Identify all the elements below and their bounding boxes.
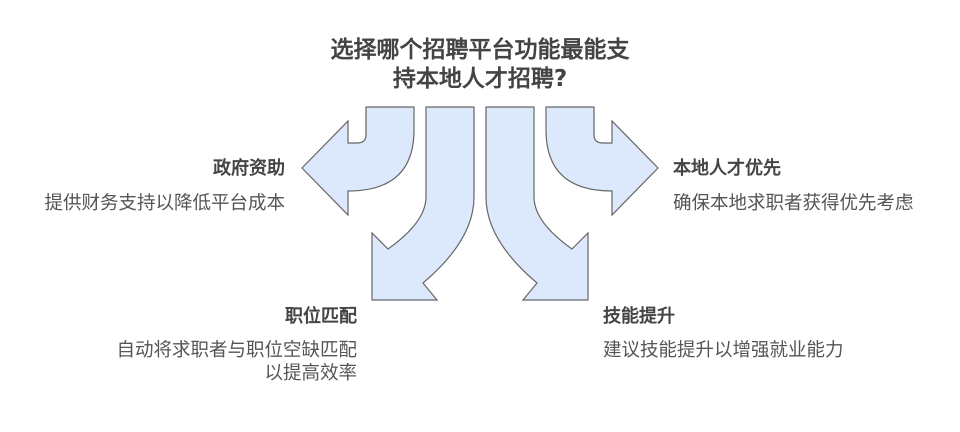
label-local-priority: 本地人才优先 xyxy=(673,158,781,179)
label-government-funding: 政府资助 xyxy=(213,158,285,179)
desc-skill-upgrade: 建议技能提升以增强就业能力 xyxy=(603,340,844,361)
arrow-down-left-job-matching xyxy=(371,106,475,301)
desc-job-matching-line-2: 以提高效率 xyxy=(264,363,357,384)
title-line-1: 选择哪个招聘平台功能最能支 xyxy=(330,37,630,63)
arrow-right-local-priority xyxy=(545,106,659,217)
desc-job-matching-line-1: 自动将求职者与职位空缺匹配 xyxy=(116,340,357,361)
diagram-title: 选择哪个招聘平台功能最能支 持本地人才招聘? xyxy=(280,36,680,94)
desc-job-matching: 自动将求职者与职位空缺匹配 以提高效率 xyxy=(116,339,357,385)
title-line-2: 持本地人才招聘? xyxy=(392,66,568,92)
label-skill-upgrade: 技能提升 xyxy=(603,306,675,327)
arrow-left-government-funding xyxy=(301,106,415,217)
arrow-down-right-skill-upgrade xyxy=(485,106,589,301)
desc-government-funding: 提供财务支持以降低平台成本 xyxy=(44,193,285,214)
label-job-matching: 职位匹配 xyxy=(285,306,357,327)
desc-local-priority: 确保本地求职者获得优先考虑 xyxy=(673,193,914,214)
